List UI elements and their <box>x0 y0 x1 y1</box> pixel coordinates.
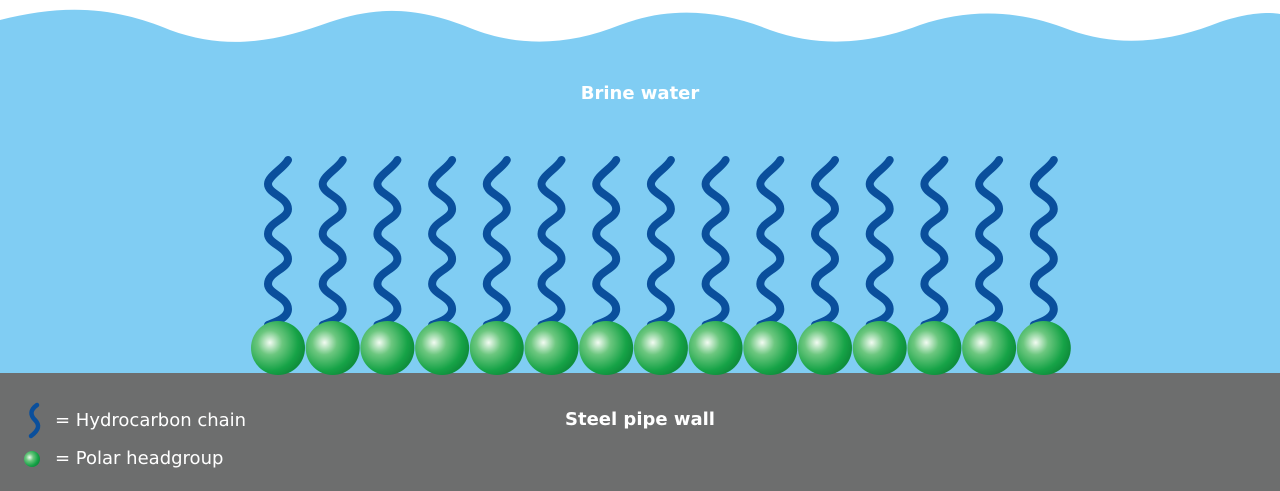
hydrocarbon-chain-icon <box>28 402 41 439</box>
hydrocarbon-chain <box>920 156 949 329</box>
polar-headgroup <box>360 321 415 375</box>
hydrocarbon-chain <box>592 156 621 329</box>
hydrocarbon-chain <box>428 156 457 329</box>
polar-headgroup <box>524 321 579 375</box>
polar-headgroup <box>251 321 305 375</box>
polar-headgroup <box>852 321 907 375</box>
steel-pipe-wall <box>0 373 1280 491</box>
hydrocarbon-chain <box>318 156 347 329</box>
polar-headgroup <box>907 321 962 375</box>
hydrocarbon-chain <box>1029 156 1058 329</box>
hydrocarbon-chain <box>701 156 730 329</box>
polar-headgroup <box>688 321 743 375</box>
brine-water-label: Brine water <box>580 83 700 104</box>
polar-headgroup <box>1016 321 1071 375</box>
hydrocarbon-chain <box>537 156 566 329</box>
polar-headgroup <box>415 321 470 375</box>
legend-hydrocarbon-chain: = Hydrocarbon chain <box>55 410 247 431</box>
hydrocarbon-chain <box>810 156 840 329</box>
hydrocarbon-chain <box>263 156 293 329</box>
hydrocarbon-chain <box>975 156 1004 329</box>
polar-headgroup <box>633 321 688 375</box>
surfactant-layer <box>251 156 1071 375</box>
hydrocarbon-chain <box>373 156 402 329</box>
steel-pipe-wall-label: Steel pipe wall <box>565 409 715 430</box>
polar-headgroup <box>305 321 360 375</box>
polar-headgroup <box>743 321 798 375</box>
polar-headgroup <box>579 321 634 375</box>
hydrocarbon-chain <box>865 156 894 329</box>
polar-headgroup <box>962 321 1017 375</box>
polar-headgroup-icon <box>24 451 40 467</box>
polar-headgroup <box>798 321 852 375</box>
hydrocarbon-chain <box>646 156 675 329</box>
polar-headgroup <box>469 321 524 375</box>
legend-polar-headgroup: = Polar headgroup <box>55 448 224 469</box>
brine-water-region <box>0 9 1280 375</box>
hydrocarbon-chain <box>482 156 511 329</box>
hydrocarbon-chain <box>756 156 785 329</box>
